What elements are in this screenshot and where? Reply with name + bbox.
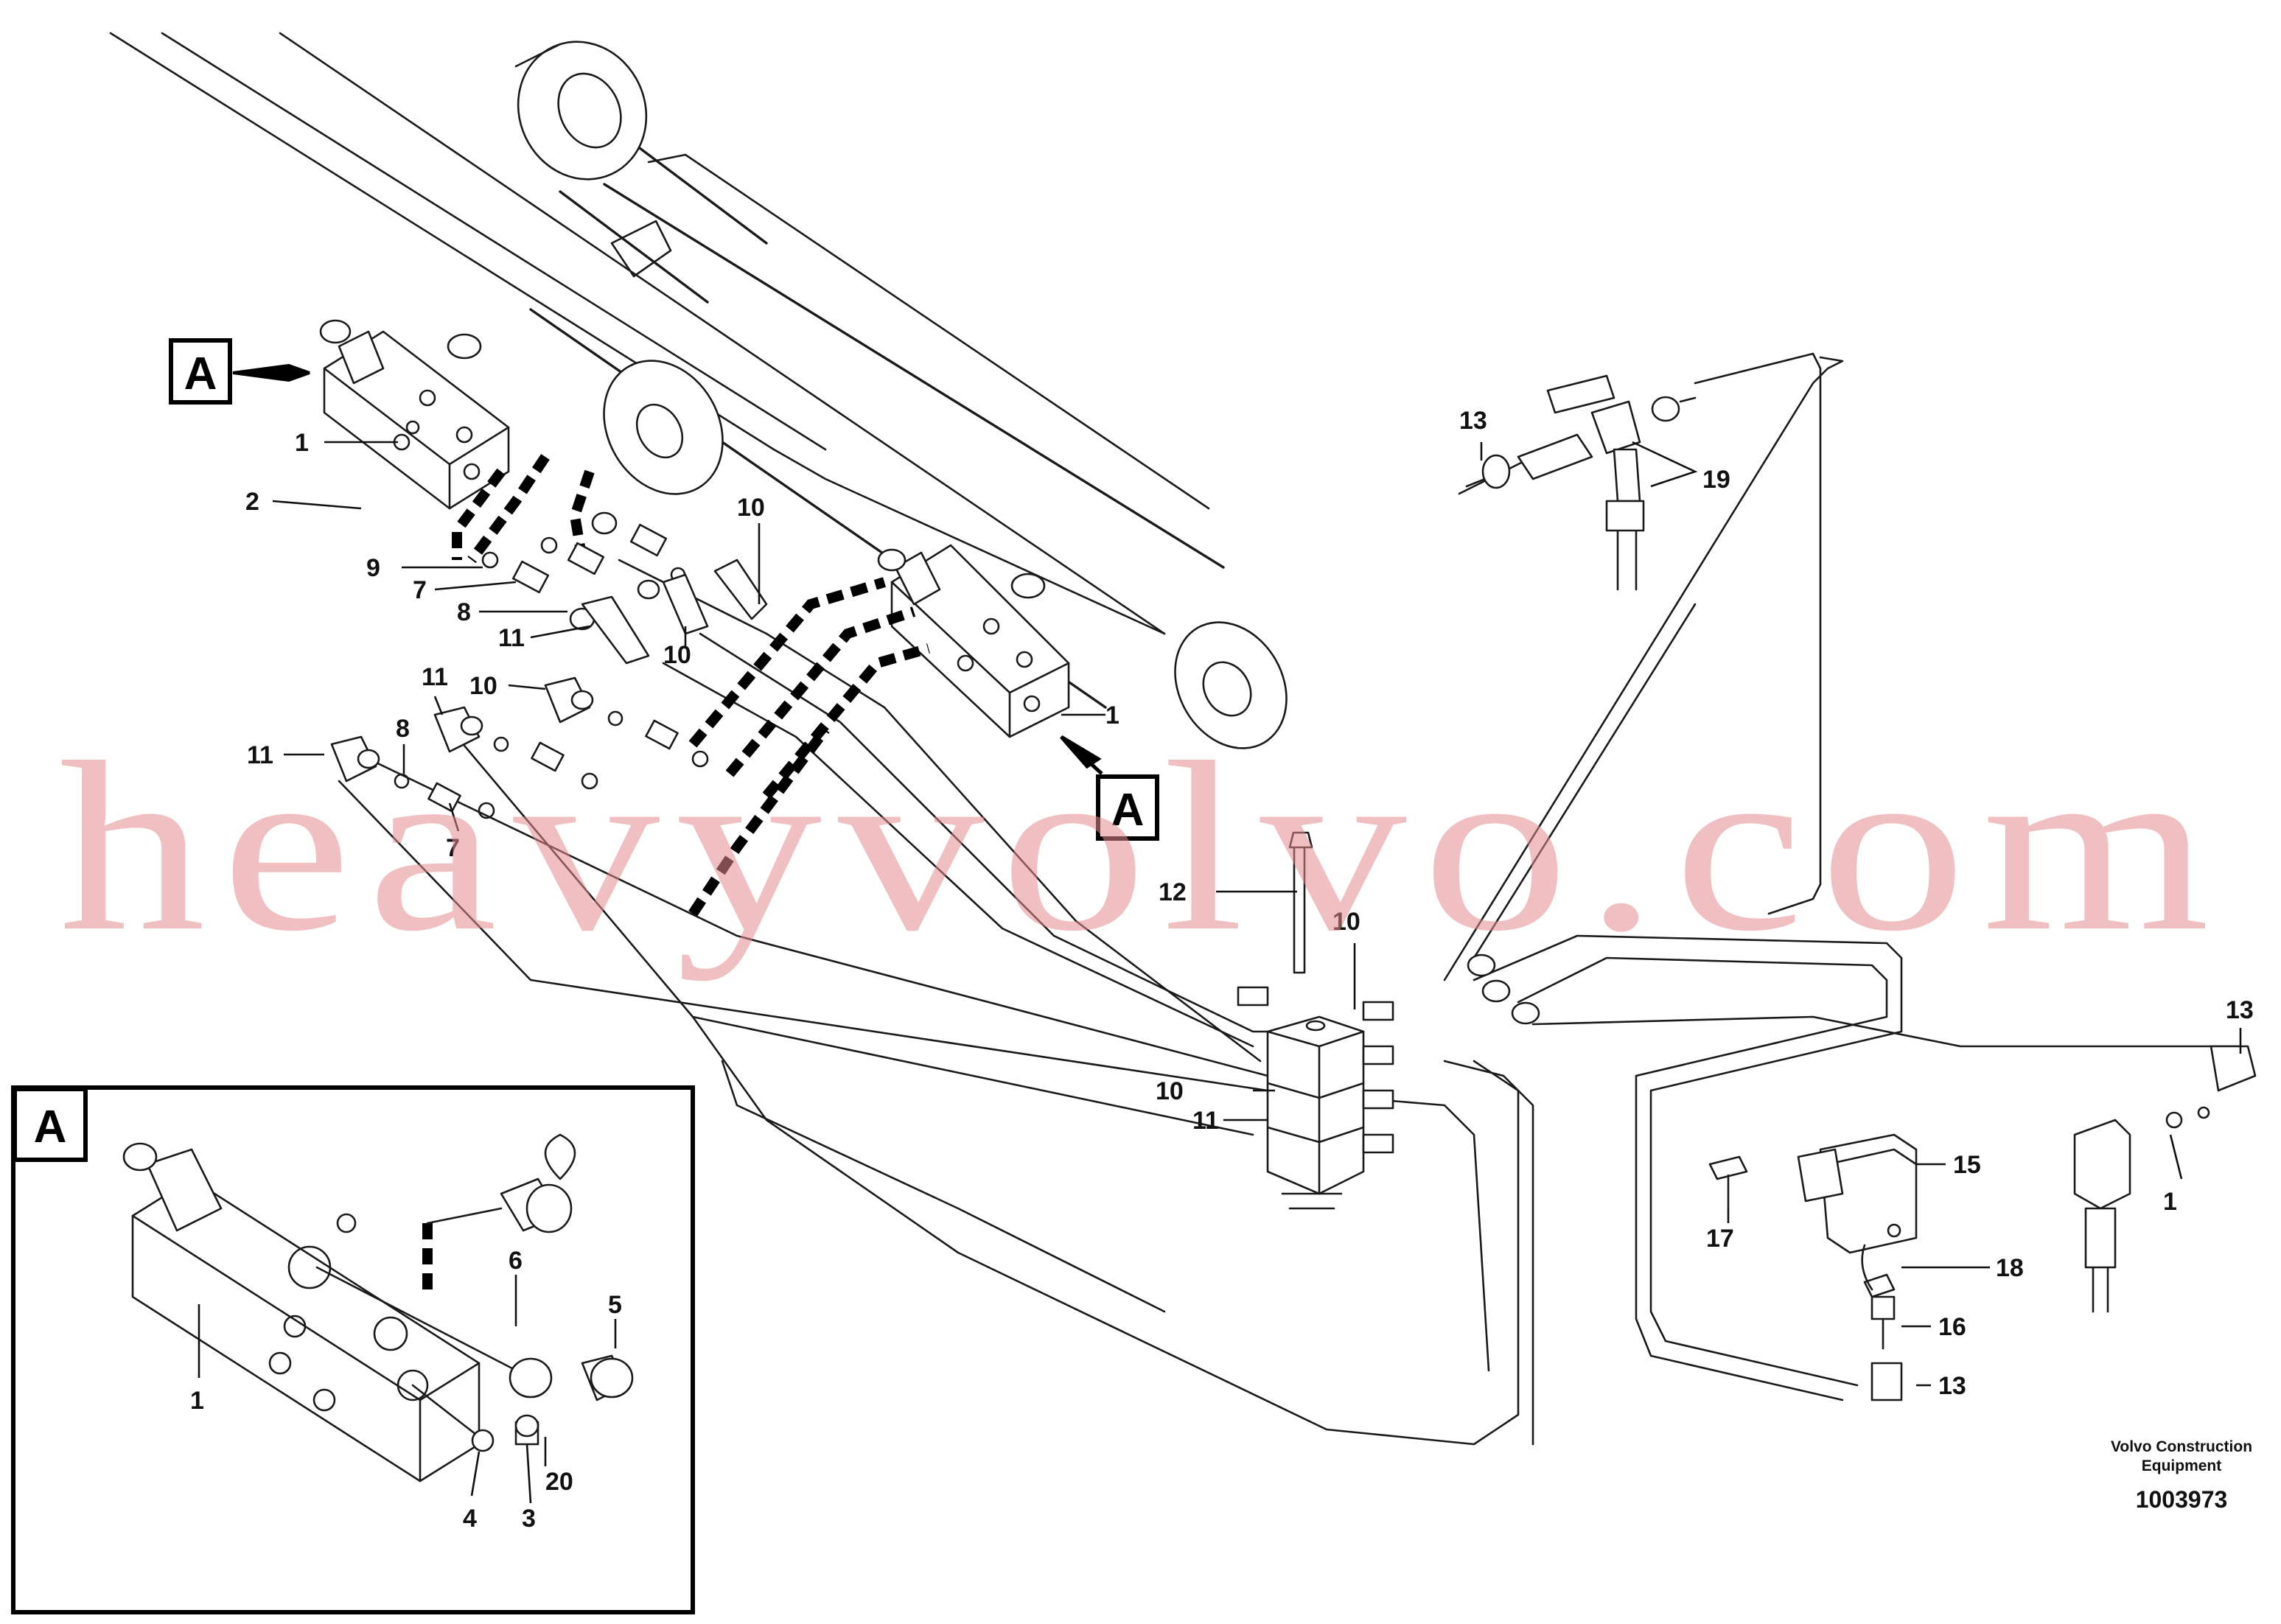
callout-10: 10: [737, 494, 765, 522]
ref-box-a-right: A: [1060, 735, 1159, 841]
document-number: 1003973: [2136, 1486, 2228, 1513]
callout-11: 11: [1192, 1107, 1219, 1135]
callout-6: 6: [509, 1247, 523, 1275]
callout-19: 19: [1702, 466, 1730, 494]
callout-8: 8: [396, 715, 410, 743]
callout-10: 10: [663, 641, 691, 669]
hose-routing: [338, 352, 2242, 1446]
watermark-text: heavyvolvo.com: [59, 713, 2226, 981]
title-block: Volvo Construction Equipment 1003973: [2111, 1438, 2252, 1513]
svg-text:A: A: [184, 349, 217, 399]
callout-10: 10: [1332, 908, 1360, 936]
callout-11: 11: [498, 624, 525, 652]
callout-11: 11: [422, 663, 448, 691]
callout-3: 3: [522, 1505, 536, 1533]
dashed-lines: [422, 454, 930, 1297]
callout-1: 1: [1105, 701, 1119, 729]
callout-17: 17: [1706, 1225, 1734, 1253]
callout-13: 13: [2226, 996, 2254, 1024]
callout-16: 16: [1938, 1313, 1966, 1341]
callout-9: 9: [366, 554, 380, 582]
distribution-block: [1237, 831, 1540, 1210]
callout-1: 1: [190, 1387, 204, 1415]
valve-block-upper: [319, 319, 510, 510]
callout-labels: 1 2 9 7 8 11 10 10 1 11 10 8 11 7 12 10 …: [190, 407, 2254, 1533]
callout-5: 5: [608, 1291, 622, 1319]
callout-18: 18: [1996, 1254, 2024, 1282]
callout-7: 7: [413, 576, 427, 604]
callout-1: 1: [295, 429, 309, 457]
manufacturer-line-2: Equipment: [2142, 1457, 2222, 1474]
svg-text:A: A: [1111, 785, 1145, 836]
callout-13: 13: [1459, 407, 1487, 435]
tee-fitting-assembly: [1465, 374, 1697, 591]
callout-1: 1: [2163, 1188, 2177, 1216]
detail-frame: [11, 1085, 695, 1614]
ref-box-a-top: A: [169, 338, 310, 405]
callout-20: 20: [545, 1468, 573, 1496]
hydraulic-cylinder: [514, 41, 1288, 749]
leader-lines: [198, 441, 2242, 1504]
callout-7: 7: [446, 834, 460, 862]
callout-12: 12: [1159, 878, 1187, 906]
svg-text:A: A: [34, 1102, 67, 1152]
callout-2: 2: [245, 488, 259, 516]
fittings-lower: [330, 676, 709, 819]
callout-13: 13: [1938, 1372, 1966, 1400]
callout-11: 11: [247, 741, 273, 769]
callout-15: 15: [1953, 1151, 1981, 1179]
switch-assembly: [1708, 1045, 2257, 1401]
callout-10: 10: [469, 672, 497, 700]
detail-view-a: [11, 1085, 695, 1614]
ref-box-a-detail: A: [13, 1087, 88, 1162]
callout-10: 10: [1156, 1077, 1184, 1105]
manufacturer-line-1: Volvo Construction: [2111, 1438, 2252, 1455]
callout-4: 4: [463, 1505, 477, 1533]
fittings-upper: [481, 511, 768, 665]
callout-8: 8: [457, 598, 471, 626]
valve-block-right: [877, 544, 1070, 738]
